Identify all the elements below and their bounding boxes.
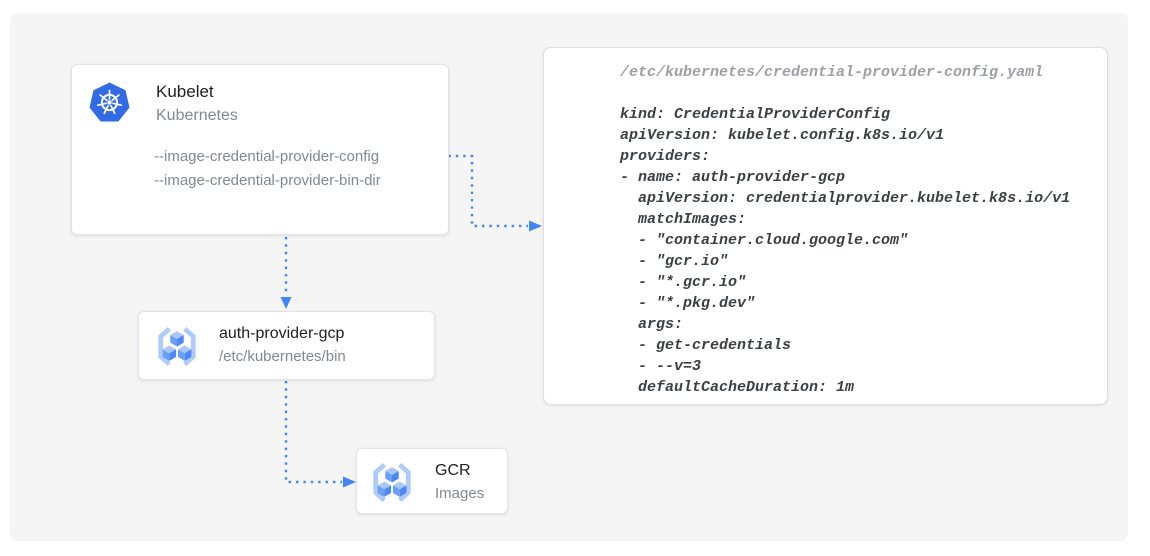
yaml-line: defaultCacheDuration: 1m xyxy=(620,379,855,396)
kubelet-title: Kubelet xyxy=(156,82,214,101)
kubernetes-icon xyxy=(89,82,130,128)
yaml-line: args: xyxy=(620,316,684,333)
yaml-line: matchImages: xyxy=(620,211,747,228)
gcr-subtitle: Images xyxy=(435,485,485,502)
yaml-line: apiVersion: kubelet.config.k8s.io/v1 xyxy=(620,127,945,144)
auth-provider-subtitle: /etc/kubernetes/bin xyxy=(219,348,346,365)
kubelet-flag-bin-dir: --image-credential-provider-bin-dir xyxy=(154,172,381,189)
kubelet-flag-config: --image-credential-provider-config xyxy=(154,148,380,165)
gcr-icon xyxy=(154,325,200,373)
auth-provider-gcp-node: auth-provider-gcp /etc/kubernetes/bin xyxy=(138,311,435,380)
config-yaml-body: kind: CredentialProviderConfig apiVersio… xyxy=(620,104,1089,398)
yaml-line: - "*.gcr.io" xyxy=(620,274,747,291)
gcr-icon xyxy=(369,461,415,509)
yaml-line: providers: xyxy=(620,148,711,165)
yaml-line: kind: CredentialProviderConfig xyxy=(620,106,891,123)
yaml-line: apiVersion: credentialprovider.kubelet.k… xyxy=(620,190,1071,207)
credential-provider-config-panel: /etc/kubernetes/credential-provider-conf… xyxy=(543,47,1108,405)
yaml-line: - "*.pkg.dev" xyxy=(620,295,756,312)
kubelet-flags: --image-credential-provider-config --ima… xyxy=(154,145,381,193)
yaml-line: - --v=3 xyxy=(620,358,702,375)
gcr-node: GCR Images xyxy=(356,448,508,514)
yaml-line: - name: auth-provider-gcp xyxy=(620,169,846,186)
yaml-line: - get-credentials xyxy=(620,337,792,354)
yaml-line: - "gcr.io" xyxy=(620,253,729,270)
auth-provider-title: auth-provider-gcp xyxy=(219,325,345,342)
gcr-title: GCR xyxy=(435,462,471,479)
kubelet-node: Kubelet Kubernetes --image-credential-pr… xyxy=(71,64,449,235)
yaml-line: - "container.cloud.google.com" xyxy=(620,232,909,249)
config-file-path: /etc/kubernetes/credential-provider-conf… xyxy=(620,64,1044,81)
kubelet-subtitle: Kubernetes xyxy=(156,107,238,124)
